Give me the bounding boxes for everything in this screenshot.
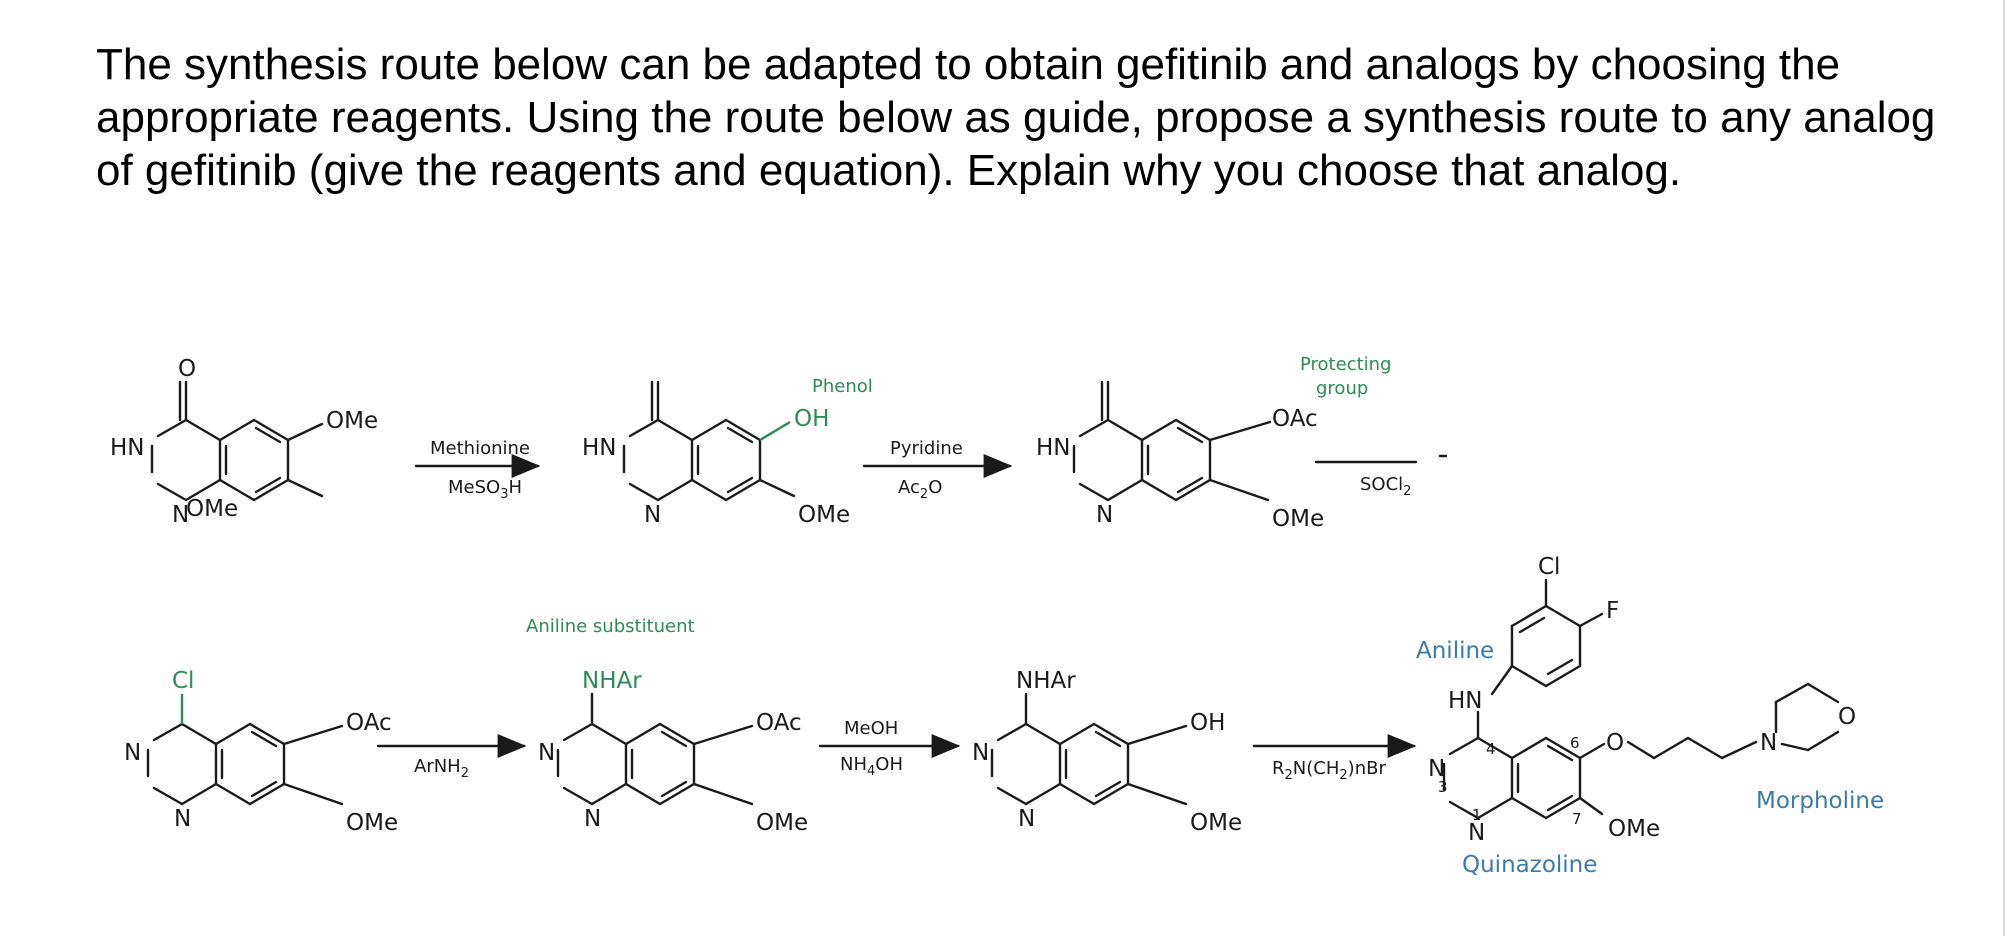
reagent-label: ArNH2	[414, 756, 469, 781]
position-number: 3	[1438, 778, 1448, 796]
atom-label: NHAr	[582, 668, 642, 694]
phenol-annotation: Phenol	[812, 376, 873, 397]
synthesis-scheme: O HN N OMe OMe Methionine MeSO3H HN N OH…	[110, 354, 1884, 878]
atom-label: N	[644, 502, 661, 528]
atom-label: Cl	[1538, 554, 1560, 580]
atom-label: N	[1096, 502, 1113, 528]
position-number: 6	[1570, 734, 1580, 752]
atom-label: OMe	[1608, 816, 1660, 842]
atom-label: OMe	[346, 810, 398, 836]
atom-label: OMe	[756, 810, 808, 836]
reaction-arrow-1: Methionine MeSO3H	[414, 438, 541, 502]
reagent-label: NH4OH	[840, 754, 903, 779]
quinazolinone-phenol: HN N OH OMe	[582, 380, 850, 528]
atom-label: HN	[582, 435, 617, 461]
reagent-label: MeSO3H	[448, 477, 522, 502]
atom-label: NHAr	[1016, 668, 1076, 694]
reagent-label: SOCl2	[1360, 474, 1411, 499]
atom-label: O	[1606, 730, 1624, 756]
atom-label: O	[178, 356, 196, 382]
atom-label: N	[972, 740, 989, 766]
atom-label: N	[1428, 756, 1445, 782]
atom-label: N	[584, 806, 601, 832]
page-edge-divider	[2003, 0, 2005, 936]
quinazolinone-dimethoxy: O HN N OMe OMe	[110, 356, 378, 528]
aniline-substituent-annotation: Aniline substituent	[526, 616, 695, 637]
atom-label: HN	[1036, 435, 1071, 461]
morpholine-annotation: Morpholine	[1756, 788, 1884, 814]
question-text: The synthesis route below can be adapted…	[96, 40, 1936, 195]
reaction-arrow-5: MeOH NH4OH	[818, 718, 961, 779]
chloroquinazoline-acetate: Cl N N OAc OMe	[124, 668, 398, 836]
atom-label: F	[1606, 598, 1619, 624]
atom-label: N	[1760, 730, 1777, 756]
atom-label: OAc	[1272, 406, 1318, 432]
anilinoquinazoline-acetate: NHAr N N OAc OMe	[538, 668, 808, 836]
atom-label: OMe	[186, 496, 238, 522]
reagent-label: Ac2O	[898, 477, 942, 502]
atom-label: OMe	[326, 408, 378, 434]
atom-label: HN	[1448, 688, 1483, 714]
atom-label: OMe	[1190, 810, 1242, 836]
reagent-label: Pyridine	[890, 438, 963, 459]
position-number: 7	[1572, 810, 1582, 828]
quinazolinone-acetate: HN N OAc OMe	[1036, 380, 1324, 532]
anilinoquinazoline-phenol: NHAr N N OH OMe	[972, 668, 1242, 836]
atom-label: N	[538, 740, 555, 766]
reaction-arrow-4: ArNH2	[376, 734, 527, 781]
atom-label: O	[1838, 704, 1856, 730]
position-number: 1	[1472, 806, 1482, 824]
atom-label: OH	[1190, 710, 1225, 736]
reaction-arrow-2: Pyridine Ac2O	[862, 438, 1013, 502]
atom-label: N	[1468, 820, 1485, 846]
atom-label: N	[124, 740, 141, 766]
reagent-label: R2N(CH2)nBr	[1272, 758, 1386, 783]
atom-label: OAc	[346, 710, 392, 736]
atom-label: OH	[794, 406, 829, 432]
reaction-arrow-6: R2N(CH2)nBr	[1252, 734, 1417, 783]
quinazoline-annotation: Quinazoline	[1462, 852, 1597, 878]
gefitinib-structure: HN Cl F N 3 N 1 4 6 7 O N	[1428, 554, 1856, 846]
reagent-label: Methionine	[430, 438, 530, 459]
atom-label: OMe	[1272, 506, 1324, 532]
atom-label: Cl	[172, 668, 194, 694]
position-number: 4	[1486, 740, 1496, 758]
atom-label: N	[1018, 806, 1035, 832]
reaction-arrow-3: SOCl2	[1314, 454, 1448, 499]
atom-label: OAc	[756, 710, 802, 736]
aniline-annotation: Aniline	[1416, 638, 1494, 664]
atom-label: N	[174, 806, 191, 832]
reagent-label: MeOH	[844, 718, 898, 739]
atom-label: HN	[110, 435, 145, 461]
protecting-group-annotation: Protecting	[1300, 354, 1391, 375]
atom-label: N	[172, 502, 189, 528]
atom-label: OMe	[798, 502, 850, 528]
protecting-group-annotation: group	[1316, 378, 1368, 399]
